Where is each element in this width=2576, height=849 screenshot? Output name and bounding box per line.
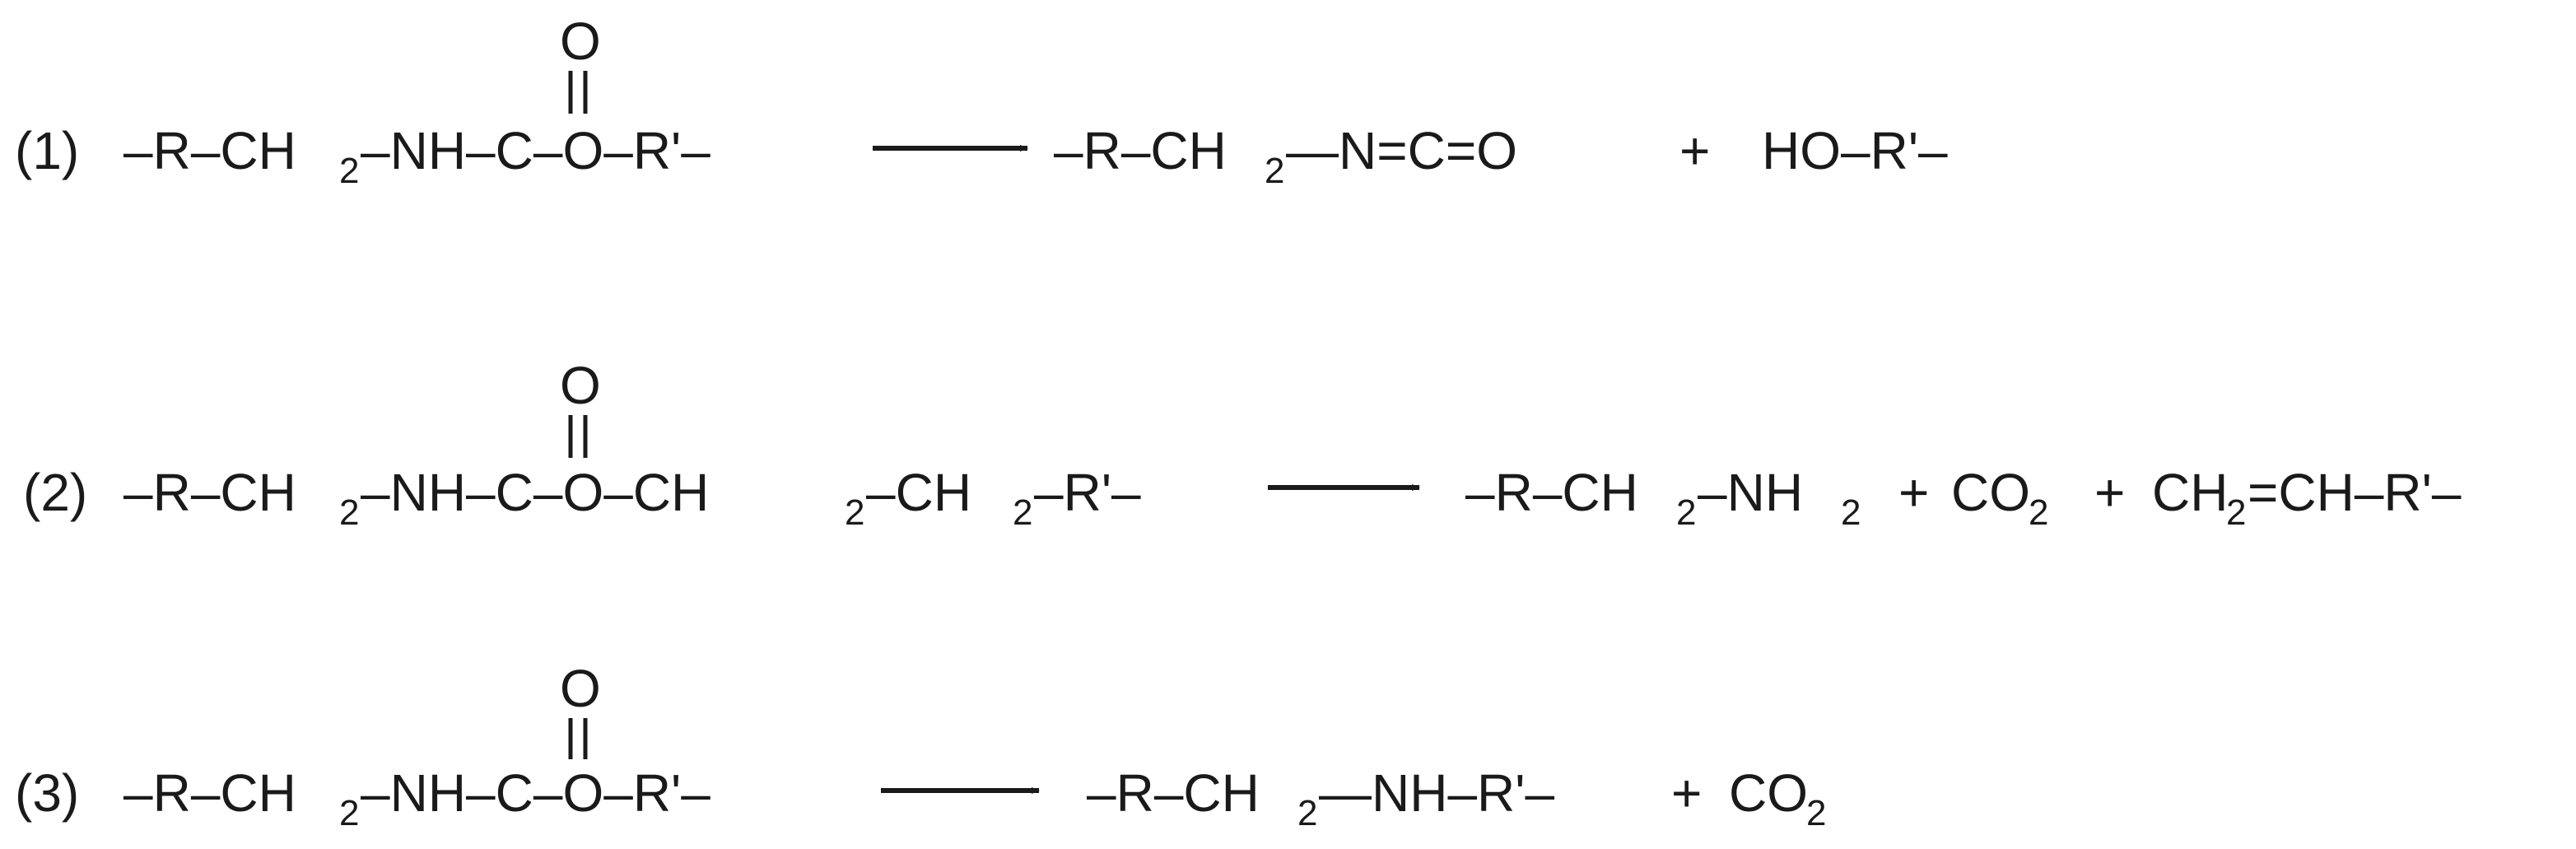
reaction-3-reactant: –R–CH 2 –NH–C–O–R'– [123,763,710,833]
reaction-1-carbonyl: O [560,12,601,114]
reaction-3-number: (3) [15,763,79,823]
reaction-2-reactant-part-1: –R–CH [123,463,296,522]
reaction-1-reactant-subscript-1: 2 [339,151,359,191]
reaction-3-product-part-1: –R–CH [1087,763,1260,823]
reaction-3-carbonyl: O [560,659,601,759]
reaction-3-reactant-part-1: –R–CH [123,763,296,823]
reaction-2-number: (2) [23,463,87,522]
reaction-1-product-part-1: –R–CH [1054,121,1227,180]
reaction-1: (1) –R–CH 2 –NH–C–O–R'– O –R–CH 2 —N=C=O… [15,12,1948,191]
reaction-1-product-part-3: HO–R'– [1762,121,1948,180]
reaction-2-reactant-subscript-1: 2 [339,492,359,533]
reaction-1-plus: + [1679,121,1710,180]
reaction-2-product-part-2: –NH [1698,463,1803,522]
reaction-3: (3) –R–CH 2 –NH–C–O–R'– O –R–CH 2 —NH–R'… [15,659,1826,833]
reaction-2-reactant-subscript-3: 2 [1013,492,1032,533]
reaction-1-reactant-part-1: –R–CH [123,121,296,180]
reaction-3-products: –R–CH 2 —NH–R'– + CO 2 [1087,763,1826,833]
reaction-2-product-subscript-1: 2 [1676,492,1696,533]
reaction-3-product-subscript-1: 2 [1297,793,1317,833]
reaction-2-product-part-1: –R–CH [1465,463,1638,522]
reaction-2-reactant-part-2: –NH–C–O–CH [361,463,709,522]
reaction-2-product-subscript-2: 2 [1841,492,1861,533]
reaction-2-product-subscript-4: 2 [2226,492,2246,533]
reaction-3-reactant-part-2: –NH–C–O–R'– [361,763,710,823]
reaction-3-reactant-subscript-1: 2 [339,793,359,833]
reaction-2-carbonyl-oxygen: O [560,356,601,415]
reaction-2: (2) –R–CH 2 –NH–C–O–CH 2 –CH 2 –R'– O –R… [23,356,2462,533]
reaction-2-reactant-subscript-2: 2 [845,492,864,533]
reaction-2-plus-1: + [1898,463,1929,522]
reaction-1-products: –R–CH 2 —N=C=O + HO–R'– [1054,121,1948,191]
reaction-1-reactant-part-2: –NH–C–O–R'– [361,121,710,180]
reaction-2-product-part-4: CH [2152,463,2228,522]
reaction-2-products: –R–CH 2 –NH 2 + CO 2 + CH 2 =CH–R'– [1465,463,2462,533]
reaction-1-product-subscript-1: 2 [1265,151,1284,191]
reaction-2-product-part-3: CO [1951,463,2030,522]
reaction-2-reactant-part-4: –R'– [1034,463,1141,522]
reaction-2-reactant-part-3: –CH [866,463,971,522]
reaction-2-carbonyl: O [560,356,601,458]
reaction-2-reactant: –R–CH 2 –NH–C–O–CH 2 –CH 2 –R'– [123,463,1141,533]
reaction-3-product-subscript-2: 2 [1806,793,1826,833]
reaction-2-product-part-5: =CH–R'– [2248,463,2462,522]
reaction-1-number: (1) [15,121,79,180]
reaction-3-plus: + [1671,763,1702,823]
reaction-3-product-part-2: —NH–R'– [1319,763,1554,823]
reaction-1-carbonyl-oxygen: O [560,12,601,71]
reaction-3-carbonyl-oxygen: O [560,659,601,718]
reaction-1-reactant: –R–CH 2 –NH–C–O–R'– [123,121,710,191]
reaction-2-product-subscript-3: 2 [2029,492,2048,533]
reaction-3-product-part-3: CO [1729,763,1808,823]
reaction-2-plus-2: + [2094,463,2125,522]
reaction-1-product-part-2: —N=C=O [1286,121,1517,180]
